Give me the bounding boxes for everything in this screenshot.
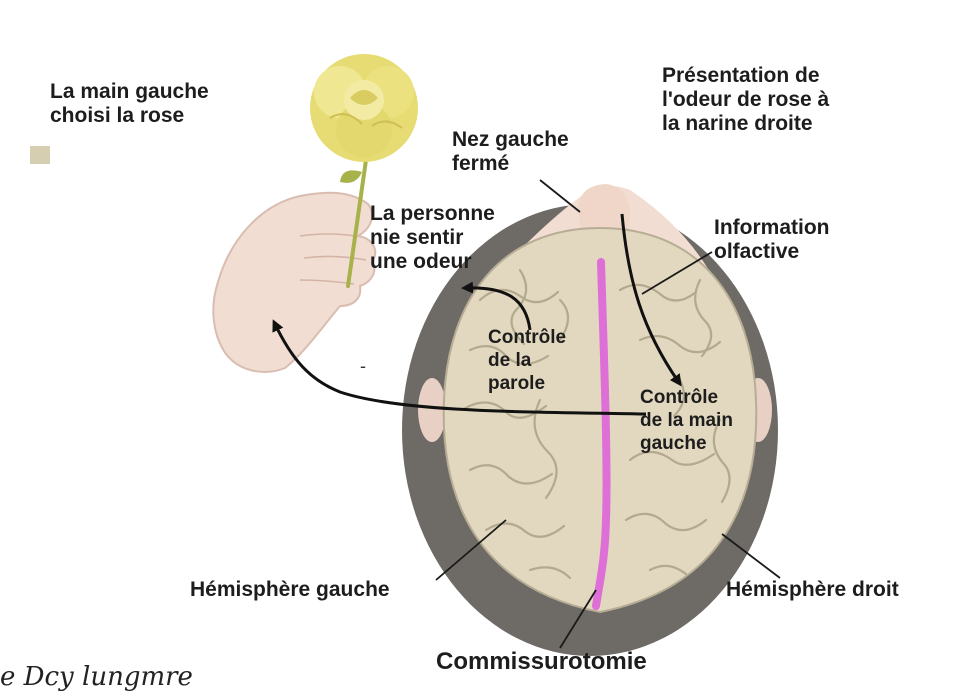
label-left-hemisphere: Hémisphère gauche: [190, 578, 390, 601]
rose-stem: [346, 158, 368, 288]
label-commissurotomy: Commissurotomie: [436, 648, 647, 675]
label-rose-presentation: Présentation de l'odeur de rose à la nar…: [662, 64, 830, 135]
rose-leaf: [340, 170, 362, 183]
handwritten-note: e Dcy lungmre: [0, 662, 193, 692]
hand: [212, 191, 377, 373]
speech-arrow: [461, 281, 532, 331]
label-right-hemisphere: Hémisphère droit: [726, 578, 899, 601]
brain: [442, 226, 758, 614]
rose-flower: [310, 54, 418, 162]
olfactory-arrow: [620, 213, 682, 387]
hand-control-arrow: [272, 319, 647, 416]
stray-dash: -: [360, 356, 366, 376]
label-left-hand-control: Contrôle de la main gauche: [640, 387, 733, 454]
label-speech-control: Contrôle de la parole: [488, 327, 567, 394]
label-left-nose-closed: Nez gauche fermé: [452, 128, 569, 175]
label-left-hand-choice: La main gauche choisi la rose: [50, 80, 209, 127]
label-person-denies: La personne nie sentir une odeur: [370, 202, 495, 273]
legend-swatch: [30, 146, 50, 164]
label-olfactory-info: Information olfactive: [714, 216, 830, 263]
left-ear: [418, 378, 446, 442]
commissure-line: [592, 258, 611, 610]
leader-lines: [435, 179, 781, 649]
